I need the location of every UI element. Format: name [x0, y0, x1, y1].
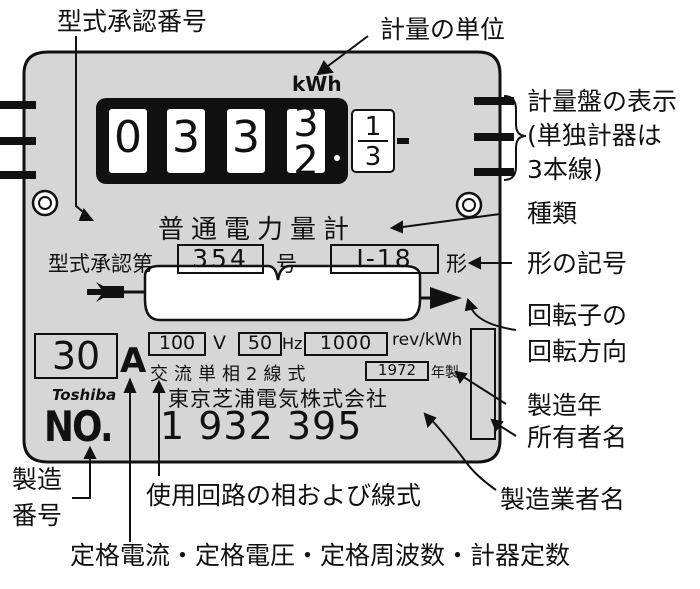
phase-wire: 交流単相2線式: [150, 364, 312, 385]
approval-suffix: 号: [276, 252, 297, 276]
annotation-unit: 計量の単位: [380, 15, 506, 44]
annotation-kind: 種類: [527, 199, 578, 228]
leader-lines: [72, 35, 527, 542]
terminal-bar-left-1: [0, 101, 36, 109]
frequency-unit: Hz: [282, 334, 303, 353]
approval-prefix: 型式承認第: [48, 252, 153, 276]
current-value: 30: [51, 334, 101, 378]
annotation-dial-display-1: 計量盤の表示: [527, 87, 678, 116]
annotation-ratings: 定格電流・定格電圧・定格周波数・計器定数: [70, 541, 571, 570]
manufacturer-name: 東京芝浦電気株式会社: [168, 387, 388, 411]
terminal-bar-right-1: [474, 97, 514, 105]
decimal-dot: [334, 155, 340, 161]
annotation-serial-number-2: 番号: [12, 501, 63, 530]
annotation-dial-display-2: (単独計器は: [527, 121, 662, 150]
unit-label: kWh: [292, 72, 342, 96]
year-box: [365, 361, 429, 381]
brand-logo: Toshiba: [52, 386, 116, 404]
terminal-bar-left-2: [0, 137, 36, 145]
annotation-rotor-direction-1: 回転子の: [527, 301, 628, 330]
annotation-manufacture-year: 製造年: [527, 391, 603, 420]
terminal-bar-right-2: [474, 133, 514, 141]
terminal-bar-left-3: [0, 171, 36, 179]
annotation-type-approval-number: 型式承認番号: [57, 7, 208, 36]
constant-unit: rev/kWh: [392, 330, 463, 350]
annotation-serial-number-1: 製造: [12, 465, 63, 494]
voltage-value: 100: [158, 332, 196, 354]
manufacture-year: 1972: [377, 361, 417, 379]
approval-number: 354: [192, 244, 249, 273]
digit-wheel-4-next: 2: [293, 138, 319, 184]
digit-wheel-1: 0: [114, 112, 142, 163]
rotor-arrow-left-icon: [87, 282, 124, 302]
model-suffix: 形: [446, 252, 467, 276]
frequency-value: 50: [247, 332, 273, 354]
annotation-rotor-direction-2: 回転方向: [527, 337, 628, 366]
digit-wheel-2: 3: [172, 112, 200, 163]
annotation-phase-wire: 使用回路の相および線式: [146, 481, 422, 510]
owner-label-slot: [470, 328, 496, 440]
digit-wheels: [107, 107, 327, 175]
digit-wheel-3: 3: [232, 112, 260, 163]
constant-value: 1000: [319, 332, 373, 354]
current-unit: A: [120, 341, 147, 381]
model-number: I-18: [356, 244, 413, 273]
terminal-bar-right-3: [474, 168, 514, 176]
annotation-dial-display-3: 3本線): [527, 155, 603, 184]
voltage-unit: V: [213, 332, 226, 354]
rotor-arrow-right-icon: [430, 287, 462, 309]
rotor-window: [143, 264, 422, 322]
voltage-box: [148, 332, 206, 356]
model-number-box: [330, 244, 439, 274]
screw-right-icon: [455, 191, 483, 219]
fraction-bottom: 3: [364, 142, 382, 172]
annotation-manufacturer-name: 製造業者名: [500, 485, 626, 514]
serial-number: 1 932 395: [160, 404, 363, 448]
digit-wheel-4: 3: [293, 100, 319, 146]
constant-box: [304, 332, 388, 356]
annotation-owner-name: 所有者名: [527, 423, 628, 452]
meter-title: 普通電力量計: [158, 215, 357, 245]
fraction-top: 1: [364, 112, 382, 142]
year-suffix: 年製: [431, 365, 459, 381]
current-box: [34, 333, 118, 379]
screw-left-icon: [31, 189, 59, 217]
serial-prefix: NO.: [44, 402, 114, 451]
frequency-box: [238, 332, 282, 356]
approval-number-box: [177, 244, 264, 274]
fraction-pointer: [397, 138, 409, 144]
annotation-model-symbol: 形の記号: [527, 249, 628, 278]
